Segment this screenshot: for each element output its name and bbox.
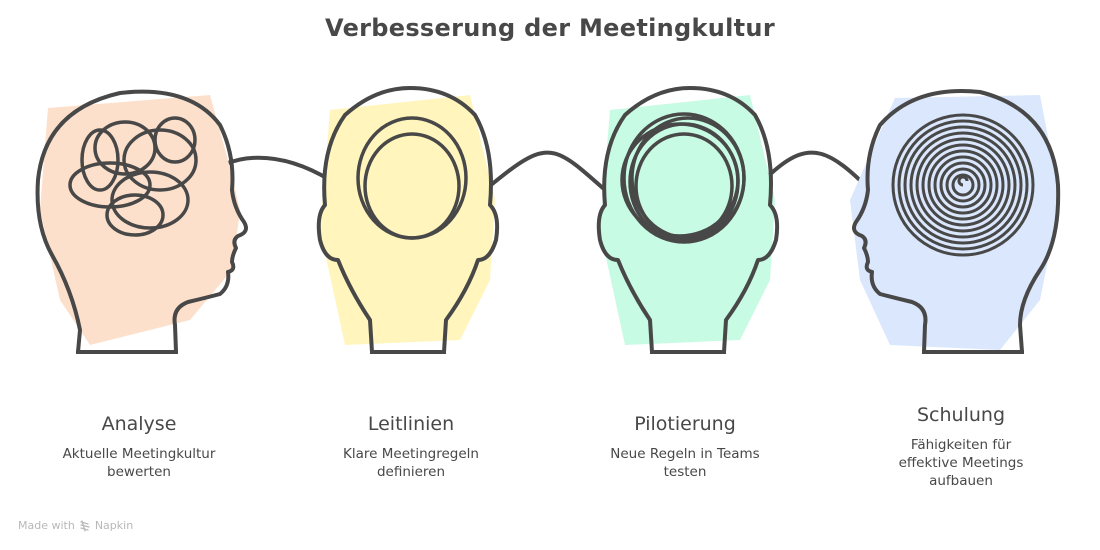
- made-with-napkin-footer: Made with Napkin: [18, 519, 133, 532]
- head-analyse-icon: [35, 89, 248, 354]
- step-title: Pilotierung: [634, 413, 736, 435]
- step-pilotierung: Pilotierung Neue Regeln in Teams testen: [570, 413, 800, 481]
- step-leitlinien: Leitlinien Klare Meetingregeln definiere…: [296, 413, 526, 481]
- connecting-thread: [198, 150, 932, 241]
- step-title: Leitlinien: [367, 413, 455, 435]
- step-schulung: Schulung Fähigkeiten für effektive Meeti…: [846, 404, 1076, 490]
- step-title: Schulung: [916, 404, 1005, 426]
- step-description: Neue Regeln in Teams testen: [610, 446, 760, 480]
- napkin-brand-label: Napkin: [94, 519, 134, 532]
- head-leitlinien-icon: [316, 86, 500, 354]
- step-description: Aktuelle Meetingkultur bewerten: [62, 446, 216, 480]
- head-pilotierung-icon: [596, 86, 780, 354]
- heads-illustration: [35, 86, 1061, 354]
- diagram-title: Verbesserung der Meetingkultur: [325, 14, 775, 42]
- napkin-logo-icon: [80, 519, 90, 532]
- step-analyse: Analyse Aktuelle Meetingkultur bewerten: [24, 413, 254, 481]
- head-schulung-icon: [850, 89, 1061, 354]
- step-title: Analyse: [101, 413, 177, 435]
- step-description: Fähigkeiten für effektive Meetings aufba…: [898, 437, 1024, 489]
- step-description: Klare Meetingregeln definieren: [343, 446, 479, 480]
- made-with-label: Made with: [18, 519, 75, 532]
